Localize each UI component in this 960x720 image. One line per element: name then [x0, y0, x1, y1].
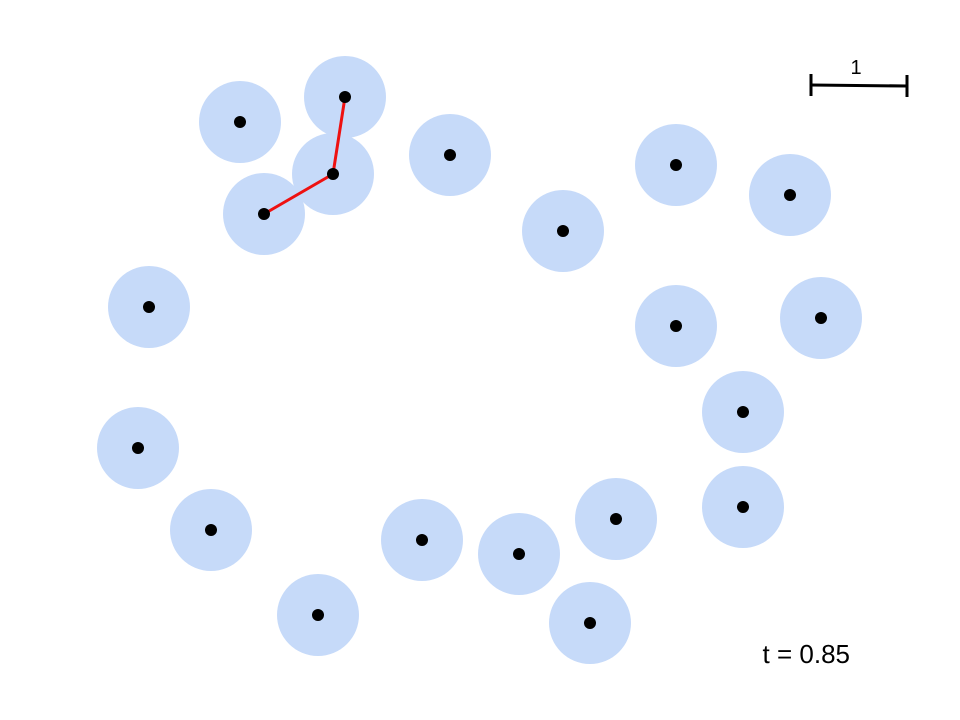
particle-center	[670, 159, 682, 171]
particle-center	[513, 548, 525, 560]
contact-edge	[262, 172, 335, 216]
particle-center	[737, 406, 749, 418]
time-label: t = 0.85	[763, 639, 850, 669]
particle-center	[234, 116, 246, 128]
particle-center	[143, 301, 155, 313]
particle-center	[737, 501, 749, 513]
particle-center	[312, 609, 324, 621]
particle-center	[557, 225, 569, 237]
particle-center	[416, 534, 428, 546]
center-layer	[132, 91, 827, 629]
particle-center	[784, 189, 796, 201]
particle-center	[610, 513, 622, 525]
scale-bar-label: 1	[850, 57, 861, 79]
particle-center	[339, 91, 351, 103]
particle-center	[258, 208, 270, 220]
edge-layer	[262, 95, 347, 216]
particle-center	[670, 320, 682, 332]
particle-center	[327, 168, 339, 180]
disk-layer	[97, 56, 862, 664]
particle-center	[444, 149, 456, 161]
particle-center	[584, 617, 596, 629]
particle-center	[815, 312, 827, 324]
contact-edge	[331, 95, 347, 176]
scale-bar: 1	[809, 57, 909, 97]
particle-center	[205, 524, 217, 536]
particle-center	[132, 442, 144, 454]
scale-bar-line	[810, 83, 908, 88]
